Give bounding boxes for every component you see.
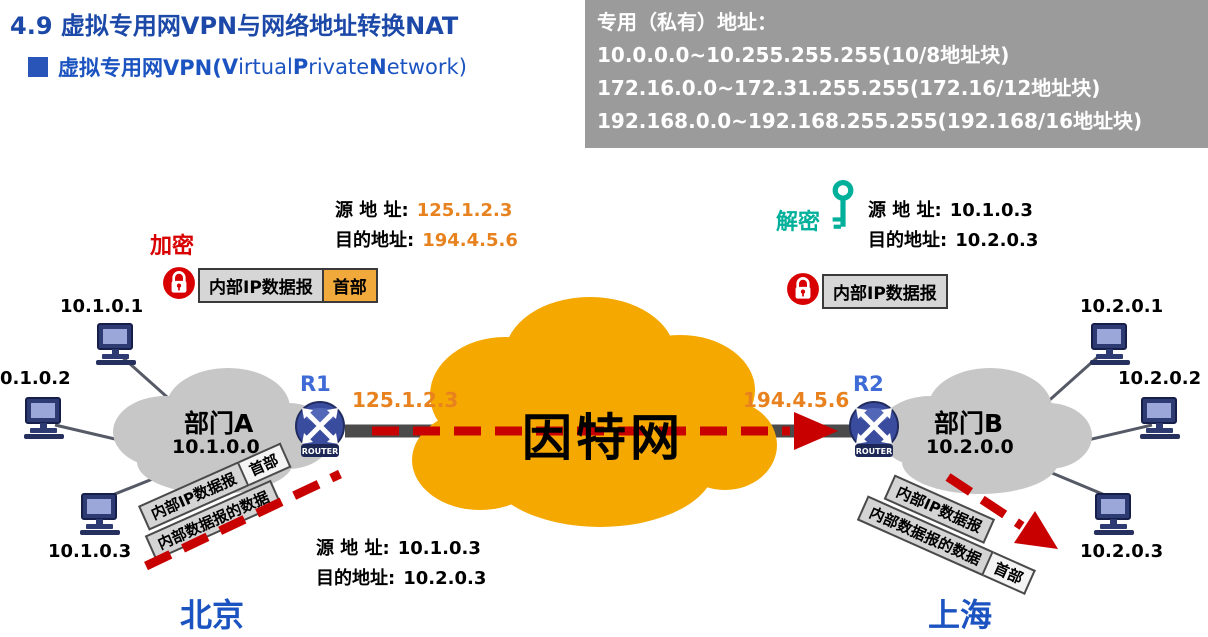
private-address-range: 10.0.0.0~10.255.255.255(10/8地址块) bbox=[597, 43, 1010, 67]
page-title: 4.9 虚拟专用网VPN与网络地址转换NAT bbox=[10, 12, 459, 40]
inner-packet-box-right: 内部IP数据报 bbox=[822, 274, 948, 309]
subtitle-segment: V bbox=[221, 55, 239, 79]
private-address-box: 专用（私有）地址： 10.0.0.0~10.255.255.255(10/8地址… bbox=[585, 0, 1208, 148]
dept-b-network: 10.2.0.0 bbox=[926, 436, 1014, 458]
router-icon: ROUTER bbox=[849, 401, 899, 457]
subtitle-segment: etwork) bbox=[386, 55, 467, 79]
computer-icon bbox=[1140, 397, 1180, 439]
inner-packet-label: 内部IP数据报 bbox=[198, 268, 324, 303]
computer-icon bbox=[1090, 323, 1130, 365]
subtitle-row: 虚拟专用网VPN( V irtual P rivate N etwork) bbox=[28, 52, 467, 82]
outer-packet-box-left: 内部IP数据报 首部 bbox=[198, 268, 378, 303]
subtitle-segment: irtual bbox=[238, 55, 293, 79]
computer-icon bbox=[24, 397, 64, 439]
router-r1-address: 125.1.2.3 bbox=[352, 388, 459, 412]
dst-address-label: 目的地址: bbox=[868, 230, 948, 251]
router-icon: ROUTER bbox=[295, 401, 345, 457]
src-address-label: 源 地 址: bbox=[316, 538, 390, 559]
router-r2-address: 194.4.5.6 bbox=[743, 388, 850, 412]
lock-icon bbox=[787, 273, 819, 305]
router-r2-label: R2 bbox=[853, 372, 884, 396]
decrypt-label: 解密 bbox=[776, 210, 821, 235]
dst-address-row-left: 目的地址: 194.4.5.6 bbox=[335, 226, 518, 252]
host-label: 10.2.0.2 bbox=[1118, 368, 1202, 389]
dst-address-value: 10.2.0.3 bbox=[403, 568, 487, 589]
dept-b-label: 部门B bbox=[934, 409, 1004, 438]
src-address-value: 10.1.0.3 bbox=[949, 200, 1033, 221]
dst-address-row-right: 目的地址: 10.2.0.3 bbox=[868, 226, 1038, 252]
router-caption: ROUTER bbox=[302, 447, 339, 456]
host-label: 10.1.0.1 bbox=[60, 296, 144, 317]
outer-header-label: 首部 bbox=[323, 268, 378, 303]
computer-icon bbox=[80, 493, 120, 535]
host-label: 10.1.0.3 bbox=[48, 541, 132, 562]
dst-address-label: 目的地址: bbox=[316, 568, 396, 589]
subtitle-segment: rivate bbox=[308, 55, 370, 79]
subtitle-segment: P bbox=[292, 55, 309, 79]
dst-address-value: 194.4.5.6 bbox=[422, 230, 518, 251]
src-address-row-left: 源 地 址: 125.1.2.3 bbox=[335, 196, 512, 222]
dst-address-label: 目的地址: bbox=[335, 230, 415, 251]
src-address-row-right: 源 地 址: 10.1.0.3 bbox=[868, 196, 1033, 222]
host-label: 0.1.0.2 bbox=[0, 368, 71, 389]
dept-a-network: 10.1.0.0 bbox=[172, 436, 260, 458]
host-label: 10.2.0.3 bbox=[1080, 541, 1164, 562]
original-src-address-row: 源 地 址: 10.1.0.3 bbox=[316, 534, 481, 560]
src-address-label: 源 地 址: bbox=[335, 200, 409, 221]
key-icon bbox=[832, 180, 854, 229]
lock-icon bbox=[163, 267, 195, 299]
private-address-range: 172.16.0.0~172.31.255.255(172.16/12地址块) bbox=[597, 76, 1101, 100]
computer-icon bbox=[96, 323, 136, 365]
router-caption: ROUTER bbox=[856, 447, 893, 456]
private-address-range: 192.168.0.0~192.168.255.255(192.168/16地址… bbox=[597, 109, 1143, 133]
dst-address-value: 10.2.0.3 bbox=[955, 230, 1039, 251]
src-address-value: 125.1.2.3 bbox=[416, 200, 513, 221]
host-label: 10.2.0.1 bbox=[1080, 296, 1164, 317]
inner-packet-label: 内部IP数据报 bbox=[822, 274, 948, 309]
src-address-value: 10.1.0.3 bbox=[397, 538, 481, 559]
computer-icon bbox=[1094, 493, 1134, 535]
city-shanghai: 上海 bbox=[928, 596, 993, 634]
city-beijing: 北京 bbox=[180, 596, 245, 634]
original-dst-address-row: 目的地址: 10.2.0.3 bbox=[316, 564, 486, 590]
encrypt-label: 加密 bbox=[150, 234, 195, 259]
subtitle-segment: N bbox=[369, 55, 387, 79]
bullet-square-icon bbox=[28, 57, 48, 77]
private-address-title: 专用（私有）地址： bbox=[597, 10, 777, 34]
router-r1-label: R1 bbox=[300, 372, 331, 396]
internet-label: 因特网 bbox=[522, 409, 684, 467]
subtitle-segment: 虚拟专用网VPN( bbox=[58, 56, 222, 80]
src-address-label: 源 地 址: bbox=[868, 200, 942, 221]
dept-a-label: 部门A bbox=[184, 409, 254, 438]
